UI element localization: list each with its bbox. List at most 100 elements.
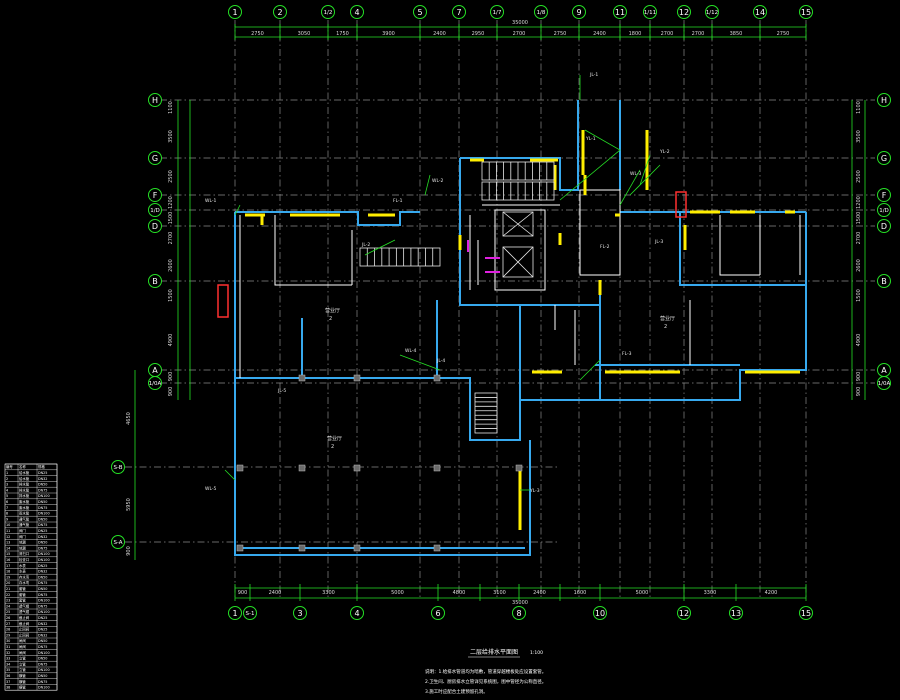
legend-cell: DN75: [38, 523, 47, 527]
axis-bubble-top-10: 1/11: [643, 5, 657, 19]
dim-right-7: 1500: [856, 289, 862, 302]
leader-line: [224, 469, 236, 481]
legend-cell: 8: [6, 512, 8, 516]
legend-cell: 止回阀: [19, 632, 30, 637]
legend-cell: 23: [6, 599, 10, 603]
axis-bubble-right-4-label: D: [881, 222, 887, 231]
legend-cell: DN50: [38, 500, 47, 504]
legend-cell: 31: [6, 645, 10, 649]
legend-cell: DN100: [38, 686, 50, 690]
legend-cell: DN50: [38, 575, 47, 579]
legend-cell: DN100: [38, 599, 50, 603]
axis-bubble-bottom-2-label: 3: [297, 609, 302, 618]
legend-cell: 透气帽: [19, 609, 30, 614]
dim-top-6: 2700: [513, 31, 526, 37]
axis-bubble-top-14-label: 15: [801, 8, 811, 17]
pipe-tag: JL-4: [436, 358, 445, 364]
dim-top-1: 3050: [298, 31, 311, 37]
stair-left: [359, 247, 441, 267]
legend-cell: 17: [6, 564, 10, 568]
dim-top-12: 3850: [730, 31, 743, 37]
axis-bubble-left-2: F: [148, 188, 162, 202]
wall-segment: [459, 158, 521, 400]
dim-total-bottom: 35000: [512, 600, 528, 606]
leader-line: [364, 239, 396, 256]
legend-cell: 排水管: [19, 482, 30, 487]
structural-column: [298, 464, 306, 472]
legend-cell: DN50: [38, 517, 47, 521]
legend-cell: DN100: [38, 668, 50, 672]
dim-left-lower-2: 900: [126, 546, 132, 556]
wall-segment: [234, 212, 807, 441]
axis-bubble-bottom-0: 1: [228, 606, 242, 620]
dim-top-13: 2750: [777, 31, 790, 37]
legend-cell: 5: [6, 494, 8, 498]
legend-cell: 止回阀: [19, 627, 30, 632]
dim-bottom-5: 3100: [493, 590, 506, 596]
legend-cell: 4: [6, 488, 8, 492]
dim-left-8: 4900: [168, 334, 174, 347]
axis-bubble-bottom-7: 12: [677, 606, 691, 620]
axis-bubble-top-3-label: 4: [354, 8, 359, 17]
axis-bubble-lower-0-label: S-B: [113, 465, 122, 471]
axis-bubble-right-3-label: 1/D: [879, 208, 889, 214]
legend-cell: 地漏: [19, 545, 26, 550]
axis-bubble-right-0: H: [877, 93, 891, 107]
pipe-tag: JL-5: [277, 388, 286, 394]
legend-cell: 截止阀: [19, 615, 30, 620]
axis-bubble-left-7: 1/0A: [148, 376, 162, 390]
pipe-tag: WL-2: [432, 178, 444, 184]
axis-bubble-right-1-label: G: [881, 154, 887, 163]
axis-bubble-top-10-label: 1/11: [644, 10, 656, 16]
legend-cell: 套管: [19, 586, 26, 591]
axis-bubble-top-5-label: 7: [456, 8, 461, 17]
dim-top-9: 1800: [629, 31, 642, 37]
interior-wall: [494, 209, 546, 291]
axis-bubble-top-7-label: 1/8: [537, 10, 546, 16]
axis-bubble-right-5: B: [877, 274, 891, 288]
dim-bottom-6: 2400: [533, 590, 546, 596]
dim-top-8: 2400: [593, 31, 606, 37]
axis-bubble-right-7: 1/0A: [877, 376, 891, 390]
legend-cell: 24: [6, 604, 10, 608]
plan-details: [217, 75, 800, 552]
legend-cell: DN32: [38, 633, 47, 637]
legend-cell: 废水管: [19, 505, 30, 510]
axis-bubble-bottom-9: 15: [799, 606, 813, 620]
stair-main-2: [481, 181, 555, 201]
red-fixture: [675, 191, 687, 218]
dim-right-6: 2600: [856, 259, 862, 272]
dim-top-10: 2700: [661, 31, 674, 37]
legend-cell: 3: [6, 483, 8, 487]
dim-left-lower-0: 4650: [126, 412, 132, 425]
dim-right-10: 900: [856, 387, 862, 397]
dim-left-6: 2600: [168, 259, 174, 272]
axis-bubble-left-3: 1/D: [148, 203, 162, 217]
legend-cell: 28: [6, 628, 10, 632]
legend-cell: DN100: [38, 512, 50, 516]
legend-cell: 2: [6, 477, 8, 481]
leader-line: [639, 154, 651, 186]
dim-bottom-2: 3300: [322, 590, 335, 596]
legend-cell: 水表: [19, 563, 26, 568]
axis-bubble-top-14: 15: [799, 5, 813, 19]
legend-cell: 闸阀: [19, 644, 26, 649]
room-label: 营业厅: [325, 307, 340, 314]
axis-bubble-bottom-6: 10: [593, 606, 607, 620]
elevator-shaft: [502, 211, 534, 237]
leader-line: [424, 174, 431, 196]
dim-bottom-0: 900: [238, 590, 248, 596]
building-walls: [234, 100, 807, 556]
pipe-tag: WL-3: [630, 171, 642, 177]
legend-cell: 16: [6, 558, 10, 562]
dim-left-1: 3500: [168, 130, 174, 143]
legend-cell: 地漏: [19, 540, 26, 545]
dim-left-5: 2700: [168, 232, 174, 245]
legend-cell: 30: [6, 639, 10, 643]
structural-column: [353, 374, 361, 382]
